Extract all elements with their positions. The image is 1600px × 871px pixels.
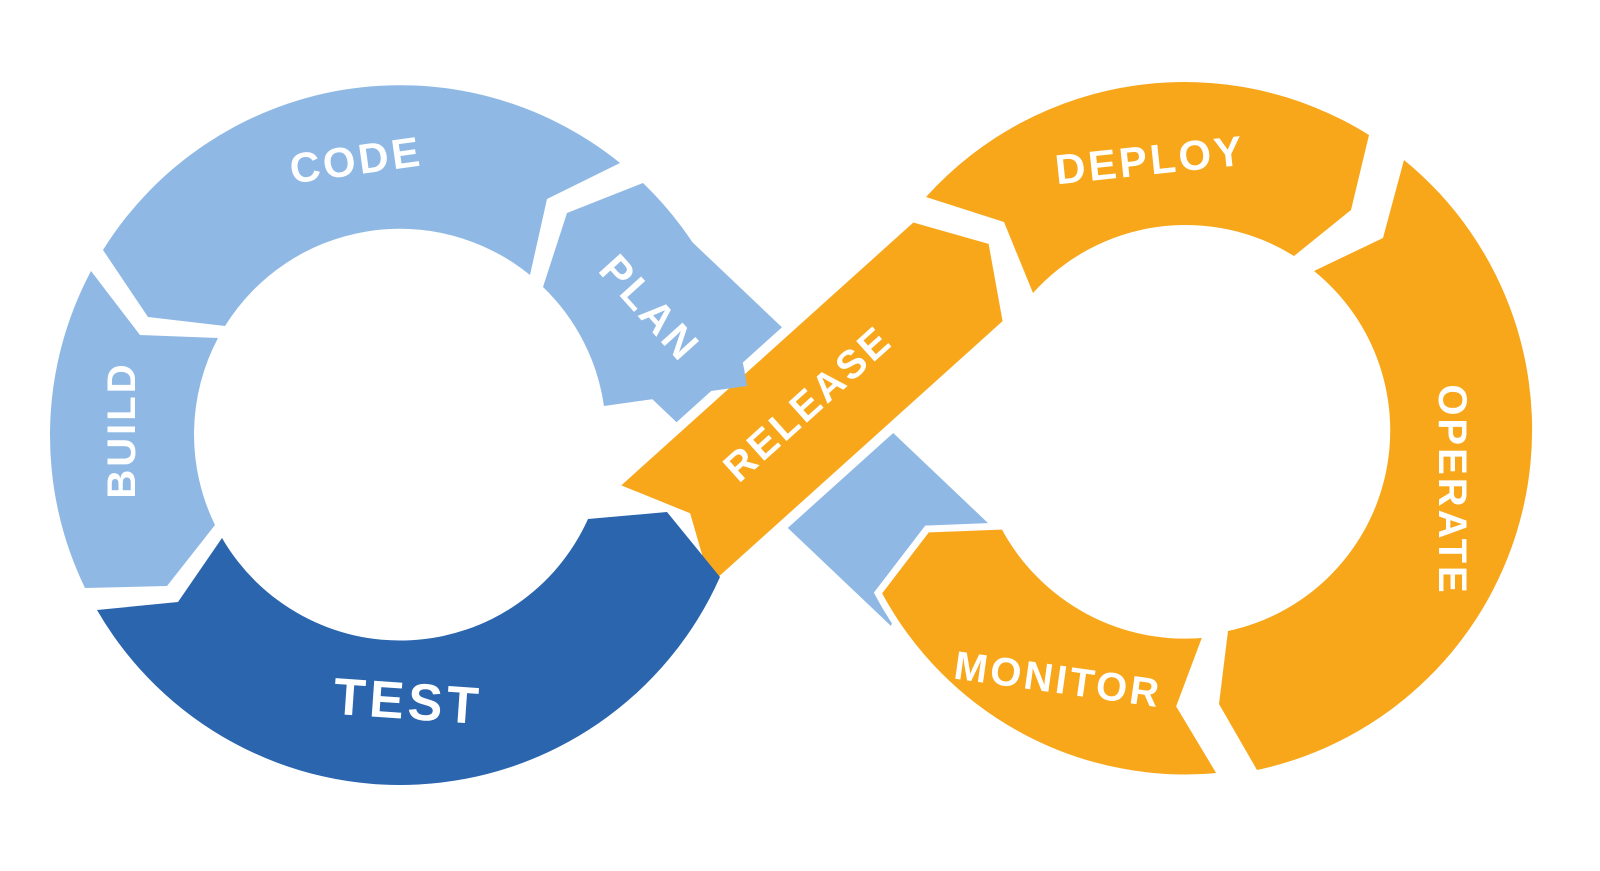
- deploy-segment: [926, 82, 1369, 293]
- operate-segment: [1219, 160, 1533, 770]
- operate-label: OPERATE: [1430, 384, 1474, 595]
- build-label: BUILD: [100, 361, 144, 498]
- build-segment: [49, 271, 219, 588]
- code-segment: [103, 85, 620, 326]
- test-label: TEST: [332, 668, 485, 736]
- test-segment: [97, 512, 720, 785]
- release-ribbon-segment: [602, 211, 1014, 603]
- monitor-segment: [873, 522, 1228, 782]
- plan-segment: [543, 183, 747, 406]
